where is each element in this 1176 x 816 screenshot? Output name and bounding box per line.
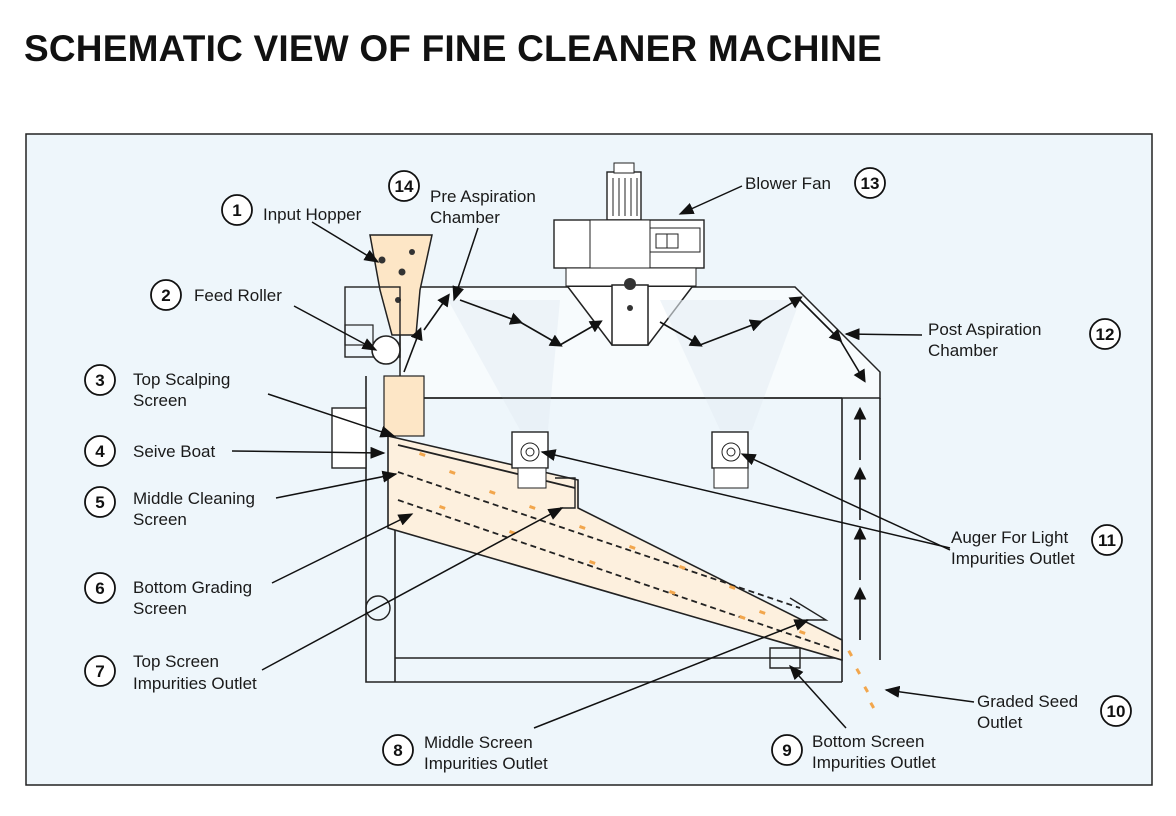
callout-label: Feed Roller — [194, 286, 282, 305]
callout-number: 11 — [1098, 531, 1116, 550]
callout-number: 8 — [393, 741, 402, 760]
dust-cone-right — [660, 300, 800, 430]
blower-fan — [553, 162, 705, 287]
callout-number: 13 — [861, 174, 880, 193]
callout-number: 9 — [782, 741, 791, 760]
callout-number: 3 — [95, 371, 104, 390]
leader-lines — [231, 185, 975, 729]
callout-label-line2: Impurities Outlet — [951, 549, 1075, 568]
auger-left — [511, 431, 549, 489]
callout-number: 6 — [95, 579, 104, 598]
callout-post-aspiration-chamber: 12 Post Aspiration Chamber — [928, 318, 1121, 360]
callout-pre-aspiration-chamber: 14 Pre Aspiration Chamber — [388, 170, 536, 227]
callout-label-line2: Chamber — [928, 341, 998, 360]
callout-number: 14 — [395, 177, 414, 196]
callout-label-line2: Chamber — [430, 208, 500, 227]
callout-label: Input Hopper — [263, 205, 362, 224]
auger-right — [711, 431, 749, 489]
callout-label: Seive Boat — [133, 442, 215, 461]
callout-bottom-grading-screen: 6 Bottom Grading Screen — [84, 572, 252, 618]
callout-top-screen-impurities-outlet: 7 Top Screen Impurities Outlet — [84, 652, 257, 693]
callout-middle-cleaning-screen: 5 Middle Cleaning Screen — [84, 486, 255, 529]
callout-label: Post Aspiration — [928, 320, 1041, 339]
callout-label: Graded Seed — [977, 692, 1078, 711]
callout-number: 2 — [161, 286, 170, 305]
air-flow-arrows — [403, 293, 867, 640]
callout-top-scalping-screen: 3 Top Scalping Screen — [84, 364, 230, 410]
callout-label: Top Screen — [133, 652, 219, 671]
callout-label-line2: Screen — [133, 510, 187, 529]
callout-label-line2: Screen — [133, 599, 187, 618]
callout-number: 7 — [95, 662, 104, 681]
callout-label-line2: Impurities Outlet — [133, 674, 257, 693]
callout-label: Auger For Light — [951, 528, 1068, 547]
callout-label: Middle Cleaning — [133, 489, 255, 508]
feed-roller — [371, 335, 401, 365]
callout-label: Middle Screen — [424, 733, 533, 752]
callout-number: 12 — [1096, 325, 1115, 344]
callout-bottom-screen-impurities-outlet: 9 Bottom Screen Impurities Outlet — [771, 732, 936, 772]
diagram-title: SCHEMATIC VIEW OF FINE CLEANER MACHINE — [24, 28, 882, 69]
callout-middle-screen-impurities-outlet: 8 Middle Screen Impurities Outlet — [382, 733, 548, 773]
callout-graded-seed-outlet: 10 Graded Seed Outlet — [977, 692, 1132, 732]
callout-label-line2: Impurities Outlet — [812, 753, 936, 772]
callout-label-line2: Outlet — [977, 713, 1023, 732]
callout-blower-fan: 13 Blower Fan — [745, 167, 886, 199]
callout-input-hopper: 1 Input Hopper — [221, 194, 362, 226]
sieve-boat — [387, 435, 843, 669]
grain-flow — [418, 452, 876, 709]
callout-label: Blower Fan — [745, 174, 831, 193]
callout-label: Top Scalping — [133, 370, 230, 389]
callout-auger-light-impurities-outlet: 11 Auger For Light Impurities Outlet — [951, 524, 1123, 568]
callout-number: 4 — [95, 442, 105, 461]
callout-label-line2: Impurities Outlet — [424, 754, 548, 773]
callout-number: 10 — [1107, 702, 1126, 721]
callout-label: Pre Aspiration — [430, 187, 536, 206]
callout-label-line2: Screen — [133, 391, 187, 410]
callout-feed-roller: 2 Feed Roller — [150, 279, 282, 311]
callout-number: 5 — [95, 493, 104, 512]
callout-seive-boat: 4 Seive Boat — [84, 435, 215, 467]
callout-label: Bottom Grading — [133, 578, 252, 597]
callout-number: 1 — [232, 201, 241, 220]
callout-label: Bottom Screen — [812, 732, 924, 751]
